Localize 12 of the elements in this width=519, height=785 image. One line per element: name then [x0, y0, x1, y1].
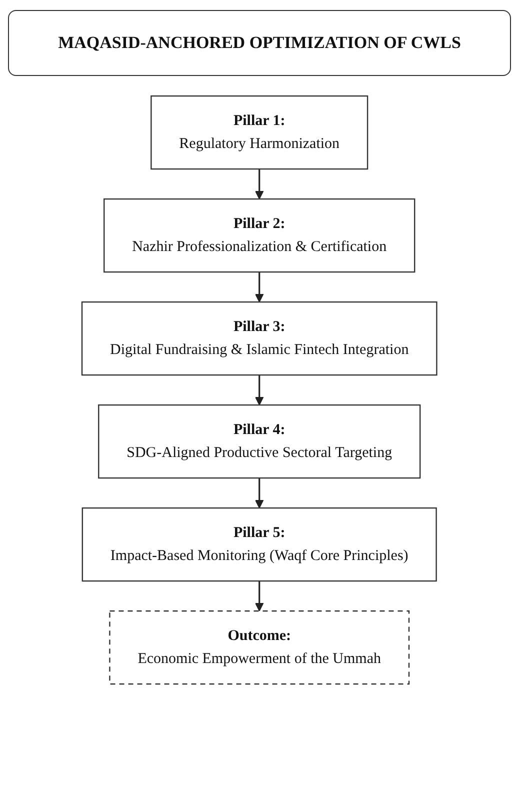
node-box: Pillar 3: Digital Fundraising & Islamic Fintech Integration — [82, 301, 438, 376]
arrow — [255, 478, 264, 508]
arrow — [255, 375, 264, 406]
title: MAQASID-ANCHORED OPTIMIZATION OF CWLS — [8, 10, 511, 76]
arrow — [255, 581, 264, 612]
arrow — [255, 272, 264, 302]
node-box: Pillar 1: Regulatory Harmonization — [150, 95, 368, 170]
node-box: Pillar 4: SDG-Aligned Productive Sectoral Targeting — [98, 404, 421, 479]
arrow — [255, 169, 264, 200]
node-box: Pillar 2: Nazhir Professionalization & Certification — [104, 198, 416, 273]
node-box: Outcome: Economic Empowerment of the Ummah — [109, 610, 410, 685]
node-box: Pillar 5: Impact-Based Monitoring (Waqf Core Principles) — [82, 507, 438, 582]
